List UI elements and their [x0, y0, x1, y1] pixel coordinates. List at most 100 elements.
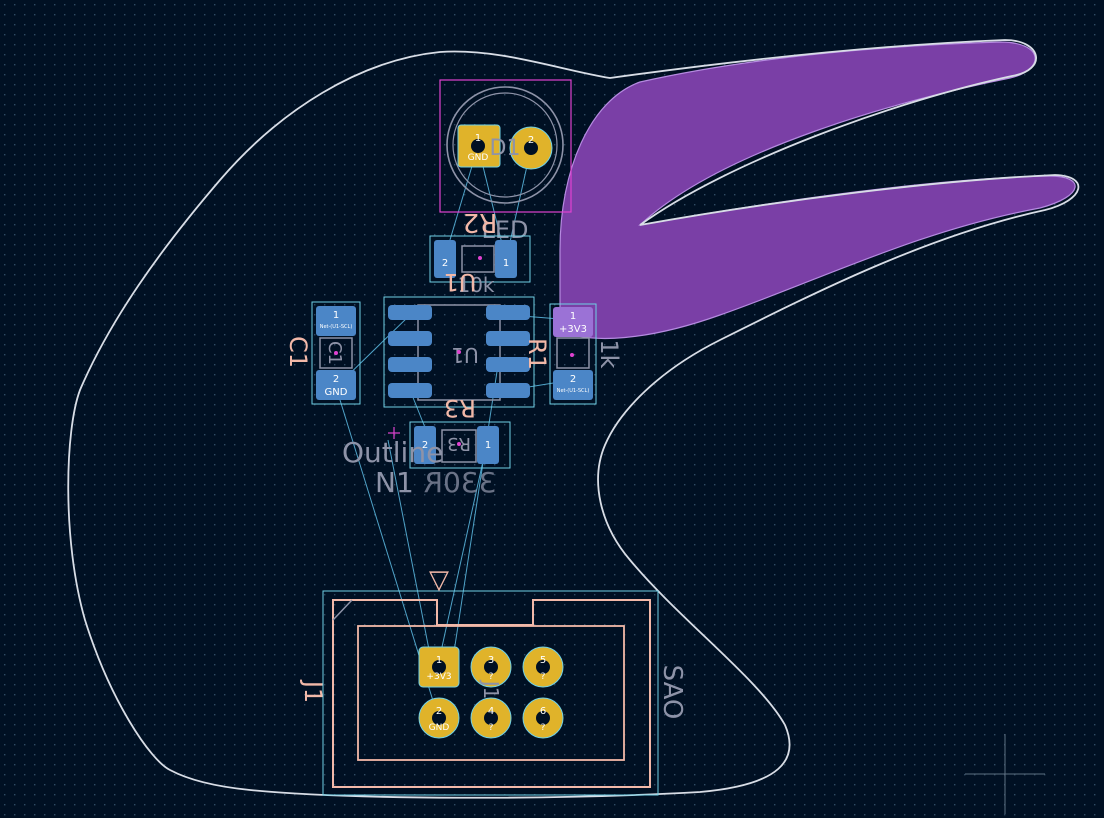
r2-courtyard [429, 235, 531, 283]
u1-pad-3[interactable] [388, 357, 432, 372]
outline-label: Outline [342, 436, 443, 469]
u1-pad-8[interactable] [486, 305, 530, 320]
j1-pin-1-number: 1 [436, 655, 442, 666]
r2-pad-2-number: 2 [442, 258, 448, 269]
u1-courtyard [383, 296, 535, 408]
u1-pad-6[interactable] [486, 357, 530, 372]
u1-pad-7[interactable] [486, 331, 530, 346]
c1-pad-2[interactable] [316, 370, 356, 400]
j1-ref-silk: J1 [299, 679, 327, 703]
footprint-r1[interactable]: 1 +3V3 2 Net-(U1-SCL) R1 1k [523, 303, 623, 405]
r3-body [441, 429, 477, 463]
r2-value-fab: 10k [457, 273, 494, 297]
j1-pin1-marker: ▽ [429, 565, 449, 595]
r2-pad-2[interactable] [434, 240, 456, 278]
j1-silk-outline [332, 599, 651, 788]
r3-pad-1-number: 1 [485, 440, 491, 451]
u1-pads[interactable] [388, 305, 530, 398]
r1-pad-2-net: Net-(U1-SCL) [557, 388, 590, 394]
led-pad-2-number: 2 [528, 135, 534, 146]
r3-courtyard [409, 421, 511, 469]
j1-pin-4-number: 4 [488, 706, 494, 717]
j1-pin-3-net: ? [489, 672, 494, 682]
board-outline[interactable] [67, 39, 1080, 799]
r2-body [461, 245, 495, 273]
led-value-label: LED [481, 216, 528, 244]
footprint-led-d1[interactable]: 1 GND 2 D1 LED [439, 79, 572, 244]
j1-pin-4-hole [484, 711, 498, 725]
r1-pad-1-net: +3V3 [559, 324, 587, 335]
u1-pad-2[interactable] [388, 331, 432, 346]
j1-pin-3-hole [484, 660, 498, 674]
c1-pad-1-net: Net-(U1-SCL) [320, 324, 353, 330]
c1-pad-1-number: 1 [333, 310, 339, 321]
r1-pad-2[interactable] [553, 370, 593, 400]
u1-pad-4[interactable] [388, 383, 432, 398]
led-ref-fab: D1 [490, 136, 521, 161]
j1-silk-inner [357, 625, 625, 761]
r1-ref-silk: R1 [523, 338, 551, 370]
c1-body [319, 337, 353, 369]
r1-body [556, 337, 590, 369]
u1-pad-5[interactable] [486, 383, 530, 398]
j1-pin-6-hole [536, 711, 550, 725]
c1-courtyard [311, 301, 361, 405]
r1-pad-2-number: 2 [570, 374, 576, 385]
led-pad-2-hole [524, 141, 538, 155]
u1-pad-1[interactable] [388, 305, 432, 320]
r1-courtyard [549, 303, 597, 405]
r3-pad-2-number: 2 [422, 440, 428, 451]
j1-pin-6-net: ? [541, 723, 546, 733]
r2-anchor [478, 256, 482, 260]
r2-ref-silk: R2 [463, 207, 498, 237]
r1-value-fab: 1k [595, 339, 623, 368]
r2-pad-1[interactable] [495, 240, 517, 278]
c1-ref-silk: C1 [284, 336, 312, 368]
led-pad-1-net: GND [468, 153, 489, 163]
r2-pad-1-number: 1 [503, 258, 509, 269]
led-body-inner [452, 92, 558, 198]
j1-pin-5-hole [536, 660, 550, 674]
j1-pin-2-hole [432, 711, 446, 725]
footprint-r2[interactable]: 2 1 R2 10k [429, 207, 531, 297]
led-selection-box [439, 79, 572, 213]
j1-value-fab: SAO [657, 665, 687, 720]
outline-value: 330R [424, 466, 497, 499]
j1-pin-6-number: 6 [540, 706, 546, 717]
outline-logo[interactable]: Outline N1 330R [342, 427, 496, 499]
outline-ref: N1 [375, 466, 414, 499]
r1-pad-1-number: 1 [570, 311, 576, 322]
u1-anchor [457, 350, 461, 354]
r3-pad-1[interactable] [477, 426, 499, 464]
c1-pad-2-number: 2 [333, 374, 339, 385]
c1-pad-2-net: GND [325, 387, 348, 398]
j1-pin-3-number: 3 [488, 655, 494, 666]
u1-ref-silk: U1 [444, 268, 477, 296]
r3-ref-silk: R3 [444, 394, 476, 422]
j1-pin-5-net: ? [541, 672, 546, 682]
u1-body [417, 304, 501, 401]
j1-pin-2-net: GND [429, 723, 450, 733]
j1-pin1-chamfer [332, 599, 353, 621]
j1-pin-1-net: +3V3 [426, 672, 451, 682]
grid-origin-crosshair [965, 734, 1045, 814]
j1-pin-2-number: 2 [436, 706, 442, 717]
r1-pad-1[interactable] [553, 307, 593, 337]
j1-pin-5-number: 5 [540, 655, 546, 666]
r3-pad-2[interactable] [414, 426, 436, 464]
c1-pad-1[interactable] [316, 306, 356, 336]
r3-anchor [457, 442, 461, 446]
r1-anchor [570, 353, 574, 357]
u1-value-fab: U1 [451, 343, 478, 367]
footprint-r3[interactable]: 2 1 R3 R3 [409, 394, 511, 469]
led-body-outline [446, 86, 564, 204]
led-pad-1-hole [471, 139, 485, 153]
led-pad-1-number: 1 [475, 133, 481, 144]
j1-pin-1-hole [432, 660, 446, 674]
j1-ref-fab: J1 [479, 679, 503, 700]
footprint-c1[interactable]: 1 Net-(U1-SCL) 2 GND C1 C1 [284, 301, 361, 405]
footprint-u1[interactable]: U1 U1 [383, 268, 535, 408]
